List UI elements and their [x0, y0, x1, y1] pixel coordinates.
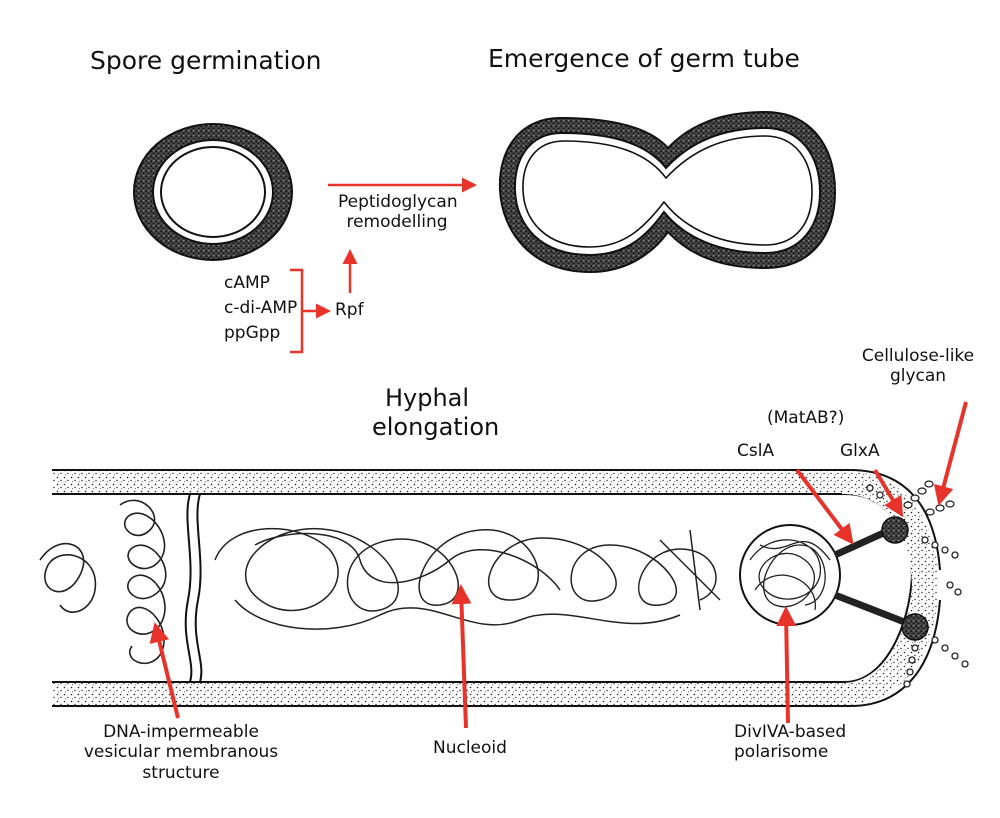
label-peptidoglycan: Peptidoglycan remodelling: [338, 192, 458, 233]
heading-germ-tube: Emergence of germ tube: [488, 44, 800, 73]
label-dna-line2: vesicular membranous: [83, 742, 279, 763]
label-arrows: [149, 401, 968, 729]
arrow-nucleoid: [451, 584, 472, 729]
polarisome: [739, 516, 929, 641]
label-peptidoglycan-line1: Peptidoglycan: [338, 192, 458, 212]
spore-cell: [133, 123, 293, 261]
nucleoid-dna: [214, 527, 721, 630]
label-matab: (MatAB?): [767, 408, 845, 428]
arrow-cellulose: [933, 401, 968, 506]
arrow-polarisome: [776, 606, 797, 724]
label-dna-line1: DNA-impermeable: [103, 722, 259, 742]
label-rpf: Rpf: [335, 300, 364, 320]
label-divIVA-line1: DivIVA-based: [734, 722, 847, 742]
arrow-dna-structure: [149, 622, 180, 719]
label-csla: CslA: [737, 441, 775, 461]
heading-hyphal-line1: Hyphal: [384, 384, 470, 412]
glycan-chains: [866, 480, 969, 688]
label-cellulose-glycan: Cellulose-like glycan: [852, 346, 984, 387]
arrow-csla: [795, 468, 854, 545]
heading-spore-germination: Spore germination: [90, 46, 322, 75]
heading-hyphal-elongation: Hyphal elongation: [372, 384, 500, 442]
label-cellulose-line1: Cellulose-like: [861, 346, 975, 366]
label-ppgpp: ppGpp: [224, 323, 281, 343]
label-cellulose-line2: glycan: [889, 366, 947, 387]
signal-arrows: [290, 177, 477, 354]
hypha-cell: [52, 469, 941, 707]
germ-tube-cell: [498, 110, 837, 274]
label-peptidoglycan-line2: remodelling: [346, 212, 448, 233]
arrow-glxa: [873, 468, 904, 518]
dna-fragment-left: [39, 499, 167, 665]
label-divIVA-polarisome: DivIVA-based polarisome: [734, 722, 846, 763]
label-divIVA-line2: polarisome: [734, 742, 829, 763]
label-camp: cAMP: [224, 273, 270, 293]
label-nucleoid: Nucleoid: [433, 738, 507, 758]
label-dna-structure: DNA-impermeable vesicular membranous str…: [76, 722, 286, 783]
label-cdiamp: c-di-AMP: [224, 298, 298, 318]
label-glxa: GlxA: [840, 441, 880, 461]
label-dna-line3: structure: [142, 762, 220, 783]
heading-hyphal-line2: elongation: [372, 412, 500, 441]
